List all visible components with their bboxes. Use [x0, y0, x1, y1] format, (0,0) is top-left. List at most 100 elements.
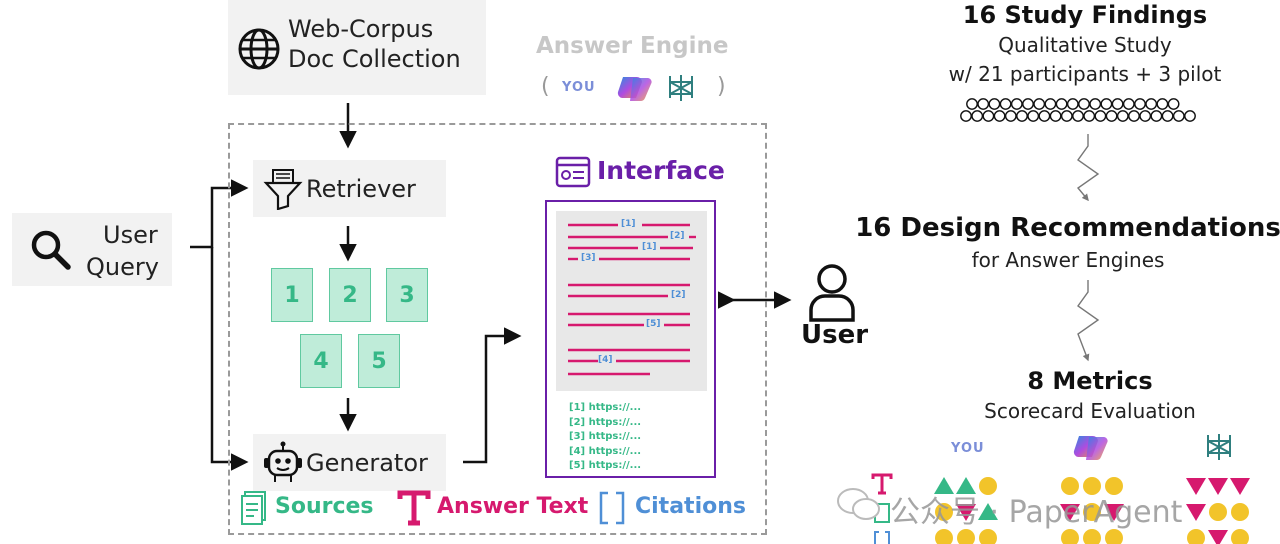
- scorecard-text-icon: [871, 472, 893, 496]
- participant-icon: [1089, 98, 1102, 110]
- score-neutral-mark: [935, 503, 953, 521]
- score-neutral-mark: [1061, 477, 1079, 495]
- score-neutral-mark: [1231, 503, 1249, 521]
- citation-marker: [2]: [671, 290, 686, 300]
- metrics-line1: Scorecard Evaluation: [984, 399, 1196, 423]
- participant-icon: [1172, 110, 1185, 122]
- generator-box: Generator: [253, 434, 446, 491]
- participant-icon: [971, 110, 984, 122]
- participant-icon: [1139, 110, 1152, 122]
- source-card: 5: [358, 334, 400, 388]
- metrics-copilot-icon: [1073, 432, 1109, 462]
- interface-title: Interface: [597, 156, 725, 185]
- participant-icon: [1167, 98, 1180, 110]
- score-bad-mark: [1186, 478, 1206, 495]
- study-line1: Qualitative Study: [998, 33, 1172, 57]
- watermark-icon: [835, 484, 883, 524]
- score-bad-mark: [1208, 478, 1228, 495]
- score-neutral-mark: [1187, 529, 1205, 544]
- participant-icon: [1111, 98, 1124, 110]
- participant-icon: [1161, 110, 1174, 122]
- participant-icon: [1134, 98, 1146, 110]
- participant-icon: [1094, 110, 1107, 122]
- participant-icon: [1010, 98, 1023, 110]
- participant-icon: [1049, 110, 1062, 122]
- score-neutral-mark: [1061, 529, 1079, 544]
- interface-window-icon: [555, 156, 591, 188]
- user-query-line1: User: [103, 221, 158, 249]
- score-neutral-mark: [1083, 529, 1101, 544]
- copilot-logo-icon: [617, 73, 653, 103]
- participant-icon: [1105, 110, 1118, 122]
- score-neutral-mark: [979, 477, 997, 495]
- paren-close: ): [717, 74, 726, 99]
- generator-label: Generator: [306, 449, 428, 477]
- source-card: 1: [271, 268, 313, 322]
- citation-marker: [2]: [670, 231, 685, 241]
- participant-icon: [977, 98, 990, 110]
- metrics-you-logo: YOU: [951, 441, 985, 456]
- participant-icon: [1150, 110, 1163, 122]
- participant-icon: [1033, 98, 1046, 110]
- score-neutral-mark: [1083, 503, 1101, 521]
- citations-label: Citations: [635, 494, 746, 519]
- score-good-mark: [956, 477, 976, 494]
- source-link[interactable]: [4] https://...: [569, 445, 642, 457]
- citation-marker: [3]: [581, 253, 596, 263]
- globe-icon: [236, 26, 282, 72]
- robot-icon: [261, 440, 305, 486]
- source-card: 2: [329, 268, 371, 322]
- participant-icon: [1016, 110, 1028, 122]
- score-neutral-mark: [957, 529, 975, 544]
- study-line2: w/ 21 participants + 3 pilot: [948, 62, 1222, 86]
- zigzag-arrow-1: [1076, 134, 1100, 202]
- score-bad-mark: [1186, 504, 1206, 521]
- participant-icon: [1004, 110, 1017, 122]
- participant-icon: [1122, 98, 1135, 110]
- user-query-box: User Query: [12, 213, 172, 286]
- score-good-mark: [934, 477, 954, 494]
- source-link[interactable]: [5] https://...: [569, 460, 642, 471]
- answer-engine-title: Answer Engine: [536, 33, 729, 59]
- citation-brackets-icon: [598, 490, 626, 526]
- source-link[interactable]: [3] https://...: [569, 431, 642, 442]
- participant-icon: [960, 110, 972, 122]
- score-neutral-mark: [1209, 503, 1227, 521]
- arrow-generator-interface: [463, 327, 522, 464]
- participant-icon: [1078, 98, 1090, 110]
- participant-icon: [982, 110, 995, 122]
- score-bad-mark: [1208, 530, 1228, 544]
- source-link[interactable]: [2] https://...: [569, 416, 642, 428]
- participant-icon: [1044, 98, 1057, 110]
- perplexity-logo-icon: [667, 73, 695, 103]
- participant-icon: [988, 98, 1001, 110]
- participant-icon: [999, 98, 1012, 110]
- score-neutral-mark: [1083, 477, 1101, 495]
- participant-icon: [1083, 110, 1096, 122]
- scorecard-citation-icon: [873, 531, 891, 544]
- participant-icon: [1072, 110, 1084, 122]
- participant-icon: [1156, 98, 1169, 110]
- answer-text-label: Answer Text: [437, 494, 589, 519]
- source-link[interactable]: [1] https://...: [569, 402, 642, 413]
- score-neutral-mark: [1105, 529, 1123, 544]
- participant-icon: [993, 110, 1006, 122]
- score-bad-mark: [1230, 478, 1250, 495]
- sources-icon: [240, 490, 268, 526]
- participant-icon: [1116, 110, 1129, 122]
- answer-text-area: [1] [2] [1] [3] [2] [5] [4]: [556, 211, 707, 391]
- participant-icon: [1145, 98, 1158, 110]
- score-bad-mark: [956, 504, 976, 521]
- participant-icon: [1066, 98, 1079, 110]
- retriever-label: Retriever: [306, 175, 416, 203]
- filter-funnel-icon: [263, 168, 303, 210]
- user-label: User: [801, 320, 869, 350]
- search-icon: [28, 227, 72, 271]
- design-title: 16 Design Recommendations: [855, 213, 1280, 243]
- retriever-box: Retriever: [253, 160, 446, 217]
- score-bad-mark: [1060, 504, 1080, 521]
- watermark-text: 公众号 · PaperAgent: [890, 495, 1183, 530]
